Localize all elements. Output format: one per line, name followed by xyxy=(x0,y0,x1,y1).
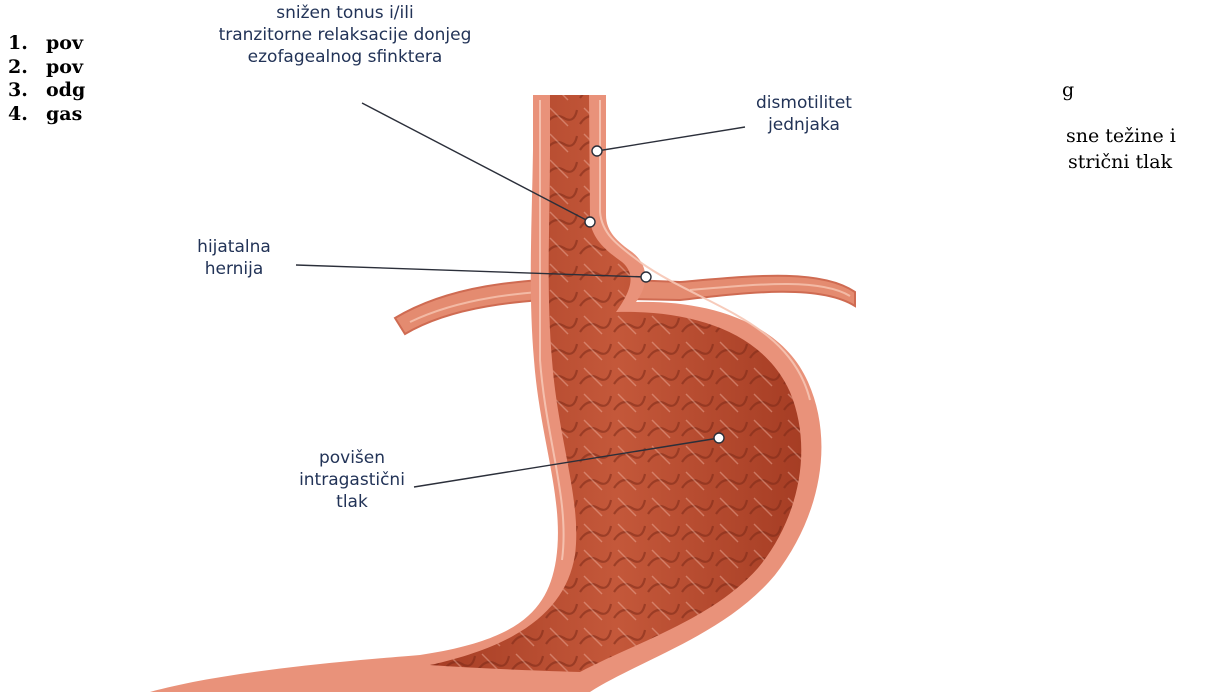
label-line: intragastični xyxy=(290,469,414,491)
label-hiatal-hernia: hijatalna hernija xyxy=(178,236,290,280)
label-intragastric-pressure: povišen intragastični tlak xyxy=(290,447,414,513)
label-line: jednjaka xyxy=(738,114,870,136)
label-line: hijatalna xyxy=(178,236,290,258)
label-line: tranzitorne relaksacije donjeg xyxy=(170,24,520,46)
label-line: dismotilitet xyxy=(738,92,870,114)
label-lower-sphincter: snižen tonus i/ili tranzitorne relaksaci… xyxy=(170,2,520,68)
label-line: tlak xyxy=(290,491,414,513)
label-line: snižen tonus i/ili xyxy=(170,2,520,24)
label-dysmotility: dismotilitet jednjaka xyxy=(738,92,870,136)
marker-dot xyxy=(714,433,724,443)
label-line: ezofagealnog sfinktera xyxy=(170,46,520,68)
marker-dot xyxy=(641,272,651,282)
label-line: hernija xyxy=(178,258,290,280)
label-line: povišen xyxy=(290,447,414,469)
marker-dot xyxy=(592,146,602,156)
marker-dot xyxy=(585,217,595,227)
